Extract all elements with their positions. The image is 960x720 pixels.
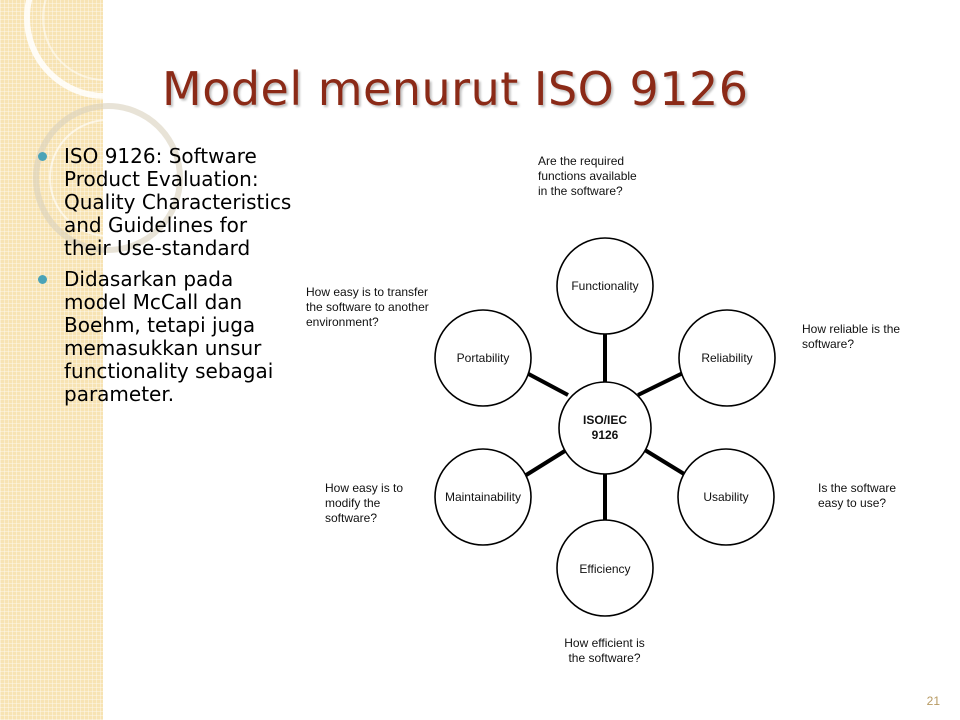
bullet-item: ISO 9126: Software Product Evaluation: Q… bbox=[38, 145, 300, 260]
label-reliability: Reliability bbox=[701, 351, 752, 365]
node-usability bbox=[677, 448, 775, 546]
connector-lines bbox=[521, 287, 691, 533]
bullet-item: Didasarkan pada model McCall dan Boehm, … bbox=[38, 268, 300, 406]
bullet-list: ISO 9126: Software Product Evaluation: Q… bbox=[38, 145, 300, 414]
bullet-icon bbox=[38, 275, 47, 284]
node-efficiency bbox=[556, 519, 654, 617]
connector-usability bbox=[638, 445, 691, 479]
page-title: Model menurut ISO 9126 bbox=[162, 62, 749, 116]
question-portability: How easy is to transfer the software to … bbox=[306, 285, 429, 329]
label-usability: Usability bbox=[703, 490, 748, 504]
question-reliability: How reliable is the software? bbox=[802, 322, 901, 351]
center-label-line2: 9126 bbox=[592, 428, 619, 442]
node-portability bbox=[434, 309, 532, 407]
connector-portability bbox=[522, 369, 569, 397]
connector-maintainability bbox=[521, 447, 570, 479]
connector-reliability bbox=[637, 369, 688, 397]
node-maintainability bbox=[434, 448, 532, 546]
label-portability: Portability bbox=[457, 351, 510, 365]
page-number: 21 bbox=[926, 694, 940, 708]
diagram-graphic: Functionality Reliability Usability Effi… bbox=[434, 237, 776, 617]
question-functionality: Are the required functions available in … bbox=[538, 154, 637, 198]
center-node bbox=[558, 381, 652, 475]
question-usability: Is the software easy to use? bbox=[818, 481, 897, 510]
center-label-line1: ISO/IEC bbox=[583, 413, 627, 427]
bullet-icon bbox=[38, 152, 47, 161]
label-functionality: Functionality bbox=[571, 279, 638, 293]
question-maintainability: How easy is to modify the software? bbox=[325, 481, 404, 525]
iso9126-diagram: Functionality Reliability Usability Effi… bbox=[290, 140, 960, 700]
question-efficiency: How efficient is the software? bbox=[564, 636, 645, 665]
bullet-text: Didasarkan pada model McCall dan Boehm, … bbox=[64, 267, 274, 406]
label-efficiency: Efficiency bbox=[579, 562, 630, 576]
bullet-text: ISO 9126: Software Product Evaluation: Q… bbox=[64, 144, 292, 260]
node-reliability bbox=[678, 309, 776, 407]
node-functionality bbox=[556, 237, 654, 335]
label-maintainability: Maintainability bbox=[445, 490, 521, 504]
